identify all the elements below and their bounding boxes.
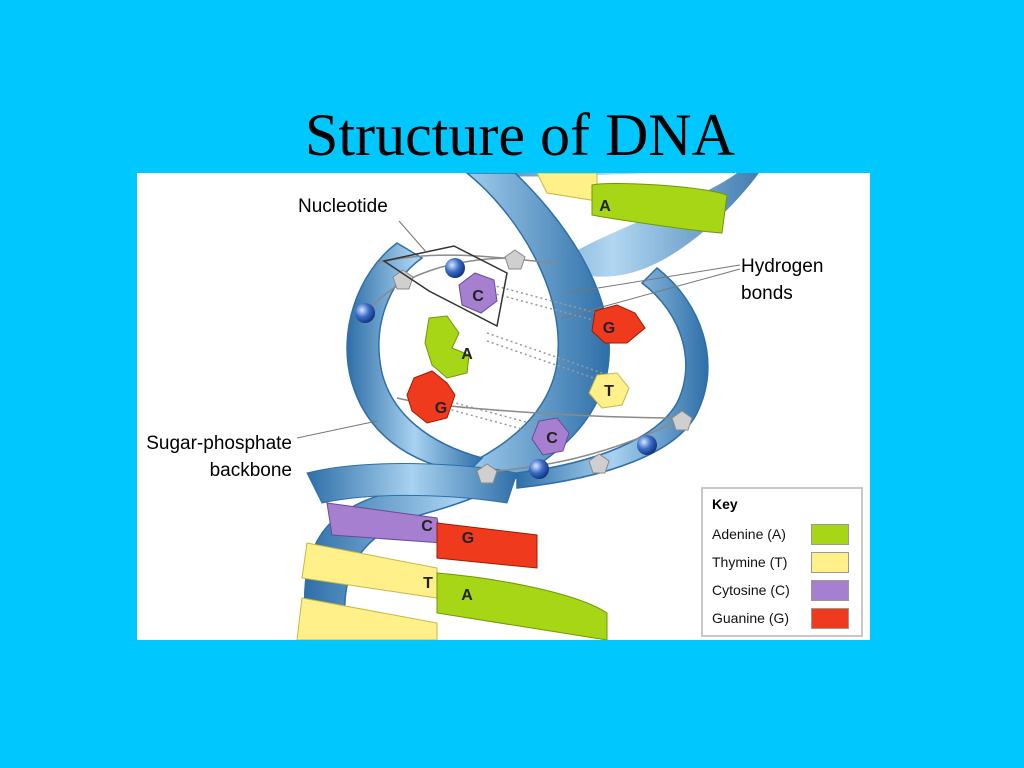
- base-rod-adenine-lower: [436, 572, 608, 640]
- base-thymine-1: [588, 372, 630, 409]
- base-letter: A: [461, 346, 473, 363]
- key-legend: Key Adenine (A) Thymine (T) Cytosine (C)…: [701, 487, 863, 637]
- key-swatch-cytosine: [811, 580, 849, 601]
- base-cytosine-1: [458, 272, 498, 314]
- base-letter: G: [603, 320, 615, 337]
- slide-title: Structure of DNA: [305, 102, 735, 168]
- base-letter: A: [599, 198, 611, 215]
- hydrogen-bond-lines: [436, 284, 603, 434]
- label-backbone-line2: backbone: [209, 460, 292, 481]
- backbone-ribbon-bottom: [306, 463, 518, 504]
- key-swatch-thymine: [811, 552, 849, 573]
- dna-helix-illustration: C G A T G C A C G T A: [296, 173, 759, 640]
- backbone-ribbon-right: [516, 267, 709, 489]
- phosphate-ball: [445, 258, 465, 278]
- base-rod-adenine-top: [591, 182, 728, 234]
- base-guanine-1: [591, 304, 646, 344]
- key-item-label: Thymine (T): [712, 554, 788, 570]
- key-item-label: Cytosine (C): [712, 582, 790, 598]
- key-item-adenine: Adenine (A): [712, 524, 852, 546]
- base-rod-guanine-lower: [436, 522, 538, 569]
- base-letter: T: [423, 575, 433, 592]
- key-item-thymine: Thymine (T): [712, 552, 852, 574]
- base-rod-thymine-top: [536, 173, 598, 202]
- key-swatch-adenine: [811, 524, 849, 545]
- base-guanine-2: [406, 370, 456, 424]
- base-letter: A: [461, 587, 473, 604]
- label-nucleotide: Nucleotide: [298, 196, 388, 217]
- base-adenine-1: [424, 315, 470, 379]
- base-letter: C: [546, 430, 558, 447]
- key-swatch-guanine: [811, 608, 849, 629]
- base-letter: G: [462, 530, 474, 547]
- phosphate-ball: [355, 303, 375, 323]
- base-rod-thymine-bottom: [296, 597, 438, 640]
- key-item-label: Guanine (G): [712, 610, 790, 626]
- nucleotide-outline: [382, 245, 508, 328]
- key-item-guanine: Guanine (G): [712, 608, 852, 630]
- base-cytosine-2: [531, 417, 570, 456]
- label-hydrogen-line2: bonds: [741, 283, 793, 304]
- phosphate-ball: [637, 435, 657, 455]
- base-letter: T: [604, 383, 614, 400]
- label-hydrogen-line1: Hydrogen: [741, 256, 824, 277]
- key-item-cytosine: Cytosine (C): [712, 580, 852, 602]
- dna-diagram: C G A T G C A C G T A Key Adenine (A) Th…: [137, 173, 870, 640]
- base-letter: C: [421, 518, 433, 535]
- label-backbone-line1: Sugar-phosphate: [146, 433, 292, 454]
- key-title: Key: [712, 496, 738, 512]
- label-pointer-lines: [296, 220, 741, 439]
- phosphate-ball: [529, 459, 549, 479]
- key-item-label: Adenine (A): [712, 526, 786, 542]
- sugar-pentagons: [392, 249, 693, 484]
- base-letter: G: [435, 400, 447, 417]
- base-letter: C: [472, 288, 484, 305]
- backbone-ribbon-left: [346, 242, 484, 474]
